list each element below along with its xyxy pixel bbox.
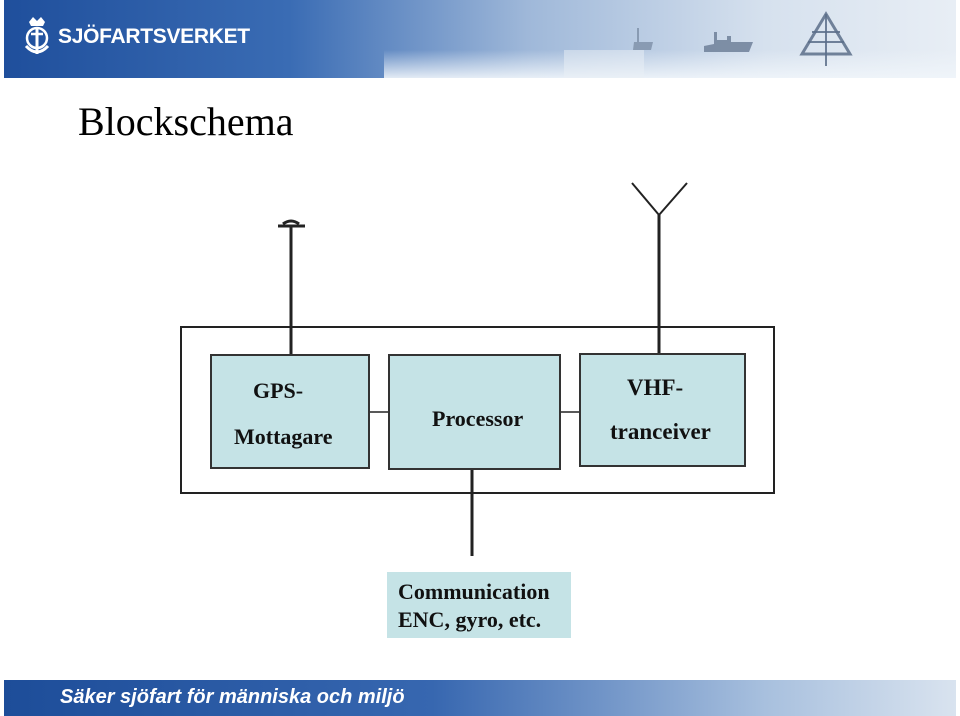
processor-label: Processor xyxy=(432,406,524,431)
header-banner: SJÖFARTSVERKET xyxy=(4,0,956,78)
communication-label: Communication xyxy=(398,579,550,604)
communication-sources-label: ENC, gyro, etc. xyxy=(398,607,542,632)
banner-scene-image xyxy=(564,11,853,78)
gps-receiver-label: Mottagare xyxy=(234,424,333,449)
gps-antenna-icon xyxy=(278,219,305,228)
communication-block: Communication ENC, gyro, etc. xyxy=(387,572,571,638)
gps-receiver-block: GPS- Mottagare xyxy=(210,354,370,469)
vhf-transceiver-block: VHF- tranceiver xyxy=(579,353,746,467)
brand-name: SJÖFARTSVERKET xyxy=(58,25,250,48)
system-enclosure xyxy=(180,326,775,494)
footer-banner: Säker sjöfart för människa och miljö xyxy=(4,680,956,716)
processor-block: Processor xyxy=(388,354,561,470)
footer-slogan: Säker sjöfart för människa och miljö xyxy=(60,686,405,708)
brand-logo: SJÖFARTSVERKET xyxy=(22,14,250,60)
vhf-antenna-icon xyxy=(631,182,688,217)
banner-landscape xyxy=(384,50,956,78)
crown-anchor-icon xyxy=(24,17,50,54)
vhf-label: VHF- xyxy=(627,375,684,400)
slide-title: Blockschema xyxy=(78,99,294,144)
vhf-transceiver-label: tranceiver xyxy=(610,419,711,444)
gps-label: GPS- xyxy=(253,378,304,403)
